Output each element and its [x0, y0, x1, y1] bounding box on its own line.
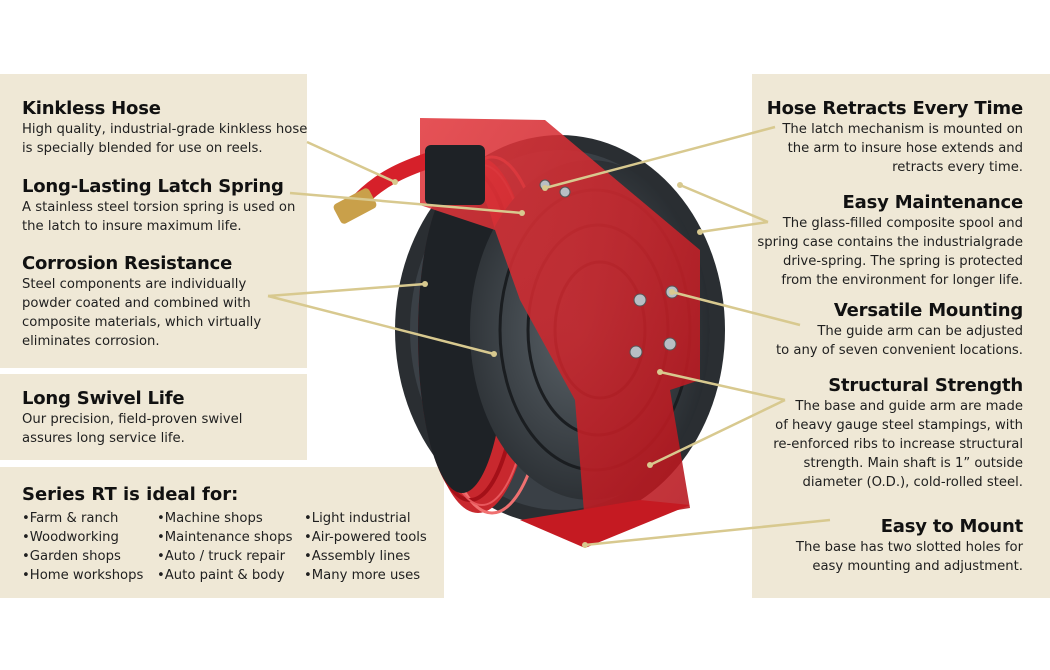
feature-hose-retracts: Hose Retracts Every Time The latch mecha…	[767, 98, 1023, 177]
list-item: Auto / truck repair	[157, 547, 292, 566]
ideal-for-col-1: Farm & ranch Woodworking Garden shops Ho…	[22, 509, 144, 585]
feature-line: assures long service life.	[22, 431, 185, 446]
left-panel-swivel	[0, 374, 307, 460]
feature-line: The glass-filled composite spool and	[782, 216, 1023, 231]
ideal-for-title: Series RT is ideal for:	[22, 484, 239, 505]
feature-title: Long Swivel Life	[22, 388, 185, 409]
ideal-for-col-3: Light industrial Air-powered tools Assem…	[304, 509, 427, 585]
feature-title: Structural Strength	[828, 375, 1023, 396]
feature-line: powder coated and combined with	[22, 296, 251, 311]
feature-line: strength. Main shaft is 1” outside	[803, 456, 1023, 471]
feature-title: Easy to Mount	[880, 516, 1024, 537]
feature-title: Easy Maintenance	[842, 192, 1024, 213]
feature-easy-to-mount: Easy to Mount The base has two slotted h…	[796, 516, 1023, 576]
feature-line: spring case contains the industrialgrade	[757, 235, 1023, 250]
feature-title: Kinkless Hose	[22, 98, 161, 119]
feature-corrosion-resistance: Corrosion Resistance Steel components ar…	[22, 253, 261, 351]
feature-line: Our precision, field-proven swivel	[22, 412, 243, 427]
list-item: Maintenance shops	[157, 528, 293, 547]
list-item: Machine shops	[157, 509, 292, 528]
feature-line: eliminates corrosion.	[22, 334, 160, 349]
feature-line: the latch to insure maximum life.	[22, 219, 242, 234]
feature-line: The base has two slotted holes for	[795, 540, 1023, 555]
feature-line: is specially blended for use on reels.	[22, 141, 263, 156]
guide-arm	[420, 118, 700, 548]
list-item: Garden shops	[22, 547, 143, 566]
ideal-for-col-2: Machine shops Maintenance shops Auto / t…	[157, 509, 293, 585]
list-item: Auto paint & body	[157, 566, 292, 585]
feature-line: High quality, industrial-grade kinkless …	[22, 122, 308, 137]
list-item: Assembly lines	[304, 547, 427, 566]
feature-line: The latch mechanism is mounted on	[782, 122, 1023, 137]
feature-title: Long-Lasting Latch Spring	[22, 176, 284, 197]
feature-title: Versatile Mounting	[833, 300, 1023, 321]
feature-line: The base and guide arm are made	[795, 399, 1023, 414]
feature-line: diameter (O.D.), cold-rolled steel.	[802, 475, 1023, 490]
feature-kinkless-hose: Kinkless Hose High quality, industrial-g…	[22, 98, 307, 158]
left-panel-top	[0, 74, 307, 368]
feature-line: from the environment for longer life.	[781, 273, 1023, 288]
list-item: Air-powered tools	[304, 528, 427, 547]
feature-latch-spring: Long-Lasting Latch Spring A stainless st…	[22, 176, 295, 236]
hose-coupling	[333, 145, 485, 224]
feature-line: easy mounting and adjustment.	[812, 559, 1023, 574]
feature-easy-maintenance: Easy Maintenance The glass-filled compos…	[757, 192, 1023, 290]
feature-line: of heavy gauge steel stampings, with	[775, 418, 1023, 433]
feature-structural-strength: Structural Strength The base and guide a…	[773, 375, 1023, 492]
right-panel	[752, 74, 1050, 598]
feature-swivel-life: Long Swivel Life Our precision, field-pr…	[22, 388, 242, 448]
feature-line: drive-spring. The spring is protected	[782, 254, 1023, 269]
feature-line: retracts every time.	[892, 160, 1023, 175]
feature-line: to any of seven convenient locations.	[775, 343, 1023, 358]
feature-line: Steel components are individually	[22, 277, 247, 292]
feature-line: composite materials, which virtually	[22, 315, 262, 330]
list-item: Many more uses	[304, 566, 427, 585]
list-item: Home workshops	[22, 566, 144, 585]
leader-arrowheads	[392, 179, 703, 548]
leader-lines	[267, 125, 831, 547]
list-item: Farm & ranch	[22, 509, 143, 528]
feature-versatile-mounting: Versatile Mounting The guide arm can be …	[776, 300, 1023, 360]
feature-title: Corrosion Resistance	[22, 253, 233, 274]
feature-line: The guide arm can be adjusted	[817, 324, 1023, 339]
list-item: Woodworking	[22, 528, 143, 547]
feature-line: re-enforced ribs to increase structural	[773, 437, 1023, 452]
feature-line: A stainless steel torsion spring is used…	[22, 200, 296, 215]
feature-title: Hose Retracts Every Time	[766, 98, 1023, 119]
list-item: Light industrial	[304, 509, 427, 528]
feature-line: the arm to insure hose extends and	[787, 141, 1023, 156]
